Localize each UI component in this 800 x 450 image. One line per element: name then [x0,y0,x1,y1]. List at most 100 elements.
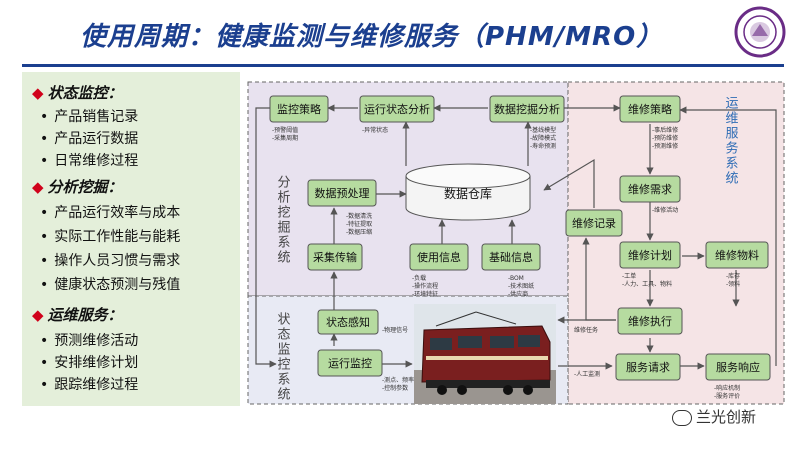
diamond-bullet-icon: ◆ [32,84,44,102]
note: -数据压缩 [346,228,372,236]
svg-text:运行监控: 运行监控 [328,356,372,370]
svg-text:运行状态分析: 运行状态分析 [364,102,430,116]
university-seal-icon [734,6,786,58]
svg-text:数据预处理: 数据预处理 [315,186,370,200]
maint-exec-box: 维修执行 [617,307,683,335]
note: -领料 [726,280,740,288]
bullet-icon: • [40,131,49,147]
run-monitor-box: 运行监控 [317,349,383,377]
list-item: •产品运行效率与成本 [40,205,181,221]
maint-plan-box: 维修计划 [619,241,681,269]
note: -操作流程 [412,282,438,290]
note: -故障模式 [530,134,556,142]
maint-material-box: 维修物料 [705,241,769,269]
section-heading: ◆分析挖掘： [32,178,123,196]
usage-info-box: 使用信息 [409,243,469,271]
note: -事后维修 [652,126,678,134]
note: -预测维修 [652,142,678,150]
svg-text:基础信息: 基础信息 [489,250,533,264]
bullet-icon: • [40,253,49,269]
note: -服务评价 [714,392,740,400]
note: -控制参数 [382,384,408,392]
bullet-icon: • [40,153,49,169]
monitoring-region-label: 状态监控系统 [275,312,291,402]
list-item: •跟踪维修过程 [40,377,139,393]
svg-text:维修物料: 维修物料 [715,248,759,262]
page-title: 使用周期：健康监测与维修服务（PHM/MRO） [80,22,664,52]
note: -库存 [726,272,740,280]
note: -环境特征 [412,290,438,298]
left-panel: ◆状态监控： •产品销售记录 •产品运行数据 •日常维修过程 ◆分析挖掘： •产… [22,72,240,406]
note: -预警阈值 [272,126,298,134]
svg-text:服务请求: 服务请求 [626,361,670,374]
preprocess-box: 数据预处理 [307,179,377,207]
bullet-icon: • [40,109,49,125]
status-analysis-box: 运行状态分析 [359,95,435,123]
list-item: •实际工作性能与能耗 [40,229,181,245]
note: -人力、工具、物料 [622,280,672,288]
note: -数据清洗 [346,212,372,220]
note: -工单 [622,272,636,280]
note: -基线模型 [530,126,556,134]
data-warehouse: 数据仓库 [405,163,531,221]
maintenance-region-label: 运维服务系统 [723,96,739,186]
basic-info-box: 基础信息 [481,243,541,271]
svg-text:监控策略: 监控策略 [277,102,321,116]
svg-text:维修计划: 维修计划 [628,248,672,262]
section-heading: ◆运维服务： [32,306,123,324]
monitor-strategy-box: 监控策略 [269,95,329,123]
note: -物理信号 [382,326,408,334]
wechat-icon [672,409,692,426]
locomotive-image [414,304,556,404]
watermark: 兰光创新 [672,406,756,427]
svg-text:数据挖掘分析: 数据挖掘分析 [494,102,560,116]
svg-text:维修记录: 维修记录 [572,216,616,230]
note: -供应商 [508,290,528,298]
list-item: •安排维修计划 [40,355,139,371]
note: 维修任务 [574,326,598,334]
svg-text:使用信息: 使用信息 [417,250,461,264]
bullet-icon: • [40,205,49,221]
note: -负载 [412,274,426,282]
svg-text:维修执行: 维修执行 [628,314,672,328]
note: -预防维修 [652,134,678,142]
maint-record-box: 维修记录 [565,209,623,237]
note: -测点、频率 [382,376,414,384]
diamond-bullet-icon: ◆ [32,306,44,324]
list-item: •产品销售记录 [40,109,139,125]
bullet-icon: • [40,277,49,293]
svg-text:服务响应: 服务响应 [716,360,760,374]
collect-transfer-box: 采集传输 [307,243,363,271]
list-item: •产品运行数据 [40,131,139,147]
note: -响应机制 [714,384,740,392]
bullet-icon: • [40,229,49,245]
note: -特征提取 [346,220,372,228]
section-heading: ◆状态监控： [32,84,123,102]
note: -BOM [508,275,524,282]
analysis-region-label: 分析挖掘系统 [275,175,291,265]
list-item: •操作人员习惯与需求 [40,253,181,269]
phm-mro-diagram: 分析挖掘系统 状态监控系统 运维服务系统 数据仓库 [247,81,785,405]
maint-strategy-box: 维修策略 [619,95,681,123]
bullet-icon: • [40,377,49,393]
note: -采集周期 [272,134,298,142]
note: -寿命预测 [530,142,556,150]
bullet-icon: • [40,355,49,371]
bullet-icon: • [40,333,49,349]
list-item: •日常维修过程 [40,153,139,169]
list-item: •健康状态预测与残值 [40,277,181,293]
title-separator [22,64,784,67]
note: -维修活动 [652,206,678,214]
svg-text:维修策略: 维修策略 [628,102,672,116]
service-response-box: 服务响应 [705,353,771,381]
data-mining-box: 数据挖掘分析 [489,95,565,123]
maint-demand-box: 维修需求 [619,175,681,203]
note: -异常状态 [362,126,388,134]
svg-text:维修需求: 维修需求 [628,182,672,196]
warehouse-label: 数据仓库 [444,186,492,201]
list-item: •预测维修活动 [40,333,139,349]
state-sense-box: 状态感知 [317,309,379,335]
svg-text:采集传输: 采集传输 [313,250,357,264]
note: -人工监测 [574,370,600,378]
svg-text:状态感知: 状态感知 [326,315,370,329]
